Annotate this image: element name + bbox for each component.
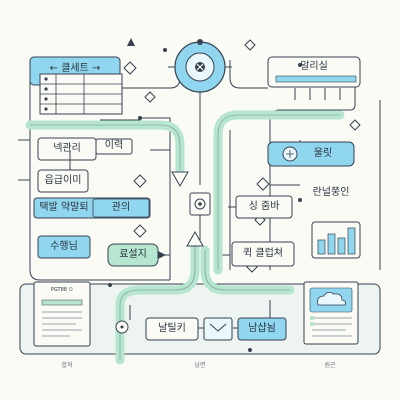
center-bottom-box	[231, 241, 295, 267]
arrow-right-small-icon	[158, 251, 166, 259]
crosshair-target-icon	[168, 39, 232, 93]
bottom-panel	[19, 283, 381, 355]
row4-mid-label: 료설지	[119, 249, 147, 260]
cloud-document-icon	[303, 281, 359, 345]
caption-bottom-center: 남면	[194, 362, 206, 369]
top-left-table	[39, 73, 123, 115]
top-right-progress	[275, 75, 357, 83]
arrow-down-icon	[171, 171, 189, 188]
right-text-label: 란널쭝인	[312, 187, 350, 198]
document-icon	[33, 281, 91, 347]
row2-left-label: 읍급이미	[44, 175, 82, 186]
row1-mid-label: 이력	[104, 140, 124, 151]
envelope-icon	[203, 317, 233, 341]
top-right-header-label: 알리실	[300, 61, 328, 72]
arrow-up-icon	[186, 230, 204, 247]
row2-left-box	[37, 169, 89, 193]
row4-mid-box	[107, 243, 159, 267]
bottom-mid-left-label: 날틸키	[158, 323, 186, 334]
center-bottom-label: 퀵 클럽쳐	[243, 248, 283, 259]
top-left-header-label: ← 클세트 →	[49, 63, 101, 74]
arrow-small-icon	[127, 38, 135, 46]
row4-left-box	[37, 235, 91, 259]
row1-left-label: 넥관리	[53, 143, 81, 154]
bar-chart-icon	[311, 221, 361, 259]
row1-mid-box	[95, 138, 133, 155]
bottom-mid-left-box	[145, 317, 199, 341]
target-square-icon	[189, 192, 211, 216]
row3-left-label: 택발 약말퇴	[39, 202, 89, 213]
caption-bottom-left: 합쳐	[61, 362, 73, 369]
center-right-label: 싱 줌바	[248, 201, 280, 212]
row3-right-label: 관의	[111, 202, 131, 213]
right-pill-label: 울릿	[313, 148, 333, 159]
bottom-mid-right-label: 남샵뇜	[248, 323, 276, 334]
caption-bottom-right: 원굔	[324, 362, 336, 369]
doc-left-heading: PGT88 ㅁ	[50, 287, 74, 293]
row4-left-label: 수행님	[50, 241, 78, 252]
bottom-mid-right-box	[237, 317, 287, 341]
